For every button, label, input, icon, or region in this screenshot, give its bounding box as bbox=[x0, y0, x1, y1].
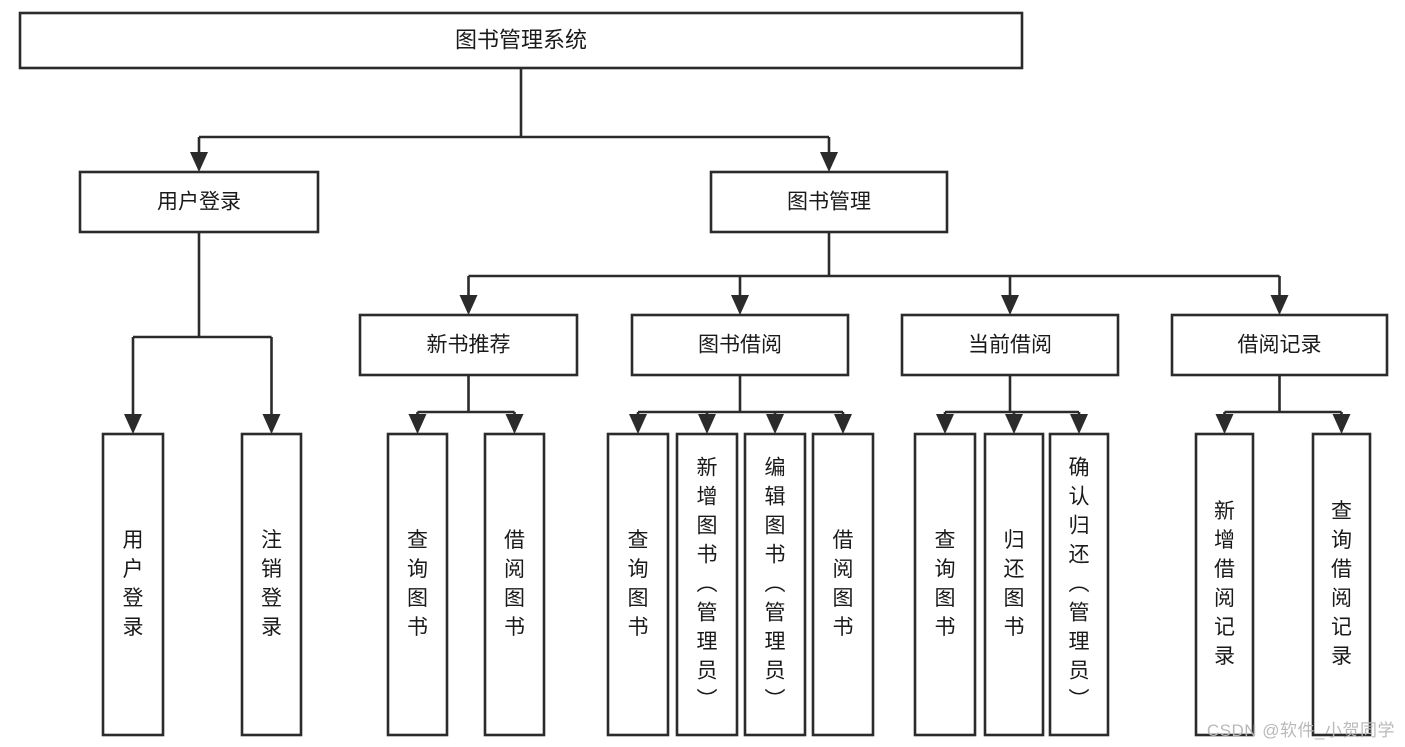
arrowhead bbox=[820, 152, 838, 172]
leaf-leaf-borrow-book[interactable]: 借阅图书 bbox=[811, 432, 875, 737]
node-new-book-recommend-label: 新书推荐 bbox=[427, 334, 511, 357]
arrowhead bbox=[834, 414, 852, 434]
arrowhead bbox=[459, 295, 478, 315]
leaf-leaf-edit-book[interactable]: 编辑图书︵管理员︶ bbox=[743, 432, 807, 737]
node-root-label: 图书管理系统 bbox=[455, 27, 587, 52]
node-book-borrow-label: 图书借阅 bbox=[698, 334, 782, 357]
leaf-leaf-confirm-return[interactable]: 确认归还︵管理员︶ bbox=[1048, 432, 1110, 737]
arrowhead bbox=[505, 414, 524, 434]
node-book-management-label: 图书管理 bbox=[787, 191, 871, 214]
node-book-management[interactable]: 图书管理 bbox=[709, 170, 949, 234]
leaf-leaf-logout-login[interactable]: 注销登录 bbox=[240, 432, 303, 737]
leaf-leaf-add-book-box bbox=[675, 432, 739, 737]
leaf-leaf-query-book-current-label: 查询图书 bbox=[935, 529, 956, 639]
connector-layer bbox=[124, 68, 1351, 434]
node-book-borrow[interactable]: 图书借阅 bbox=[630, 313, 850, 377]
watermark-text: CSDN @软件_小贺同学 bbox=[1206, 721, 1395, 740]
node-borrow-record[interactable]: 借阅记录 bbox=[1170, 313, 1389, 377]
node-user-login-label: 用户登录 bbox=[157, 191, 241, 214]
arrowhead bbox=[936, 414, 954, 434]
node-layer: 图书管理系统用户登录图书管理新书推荐图书借阅当前借阅借阅记录用户登录注销登录查询… bbox=[18, 11, 1389, 737]
leaf-leaf-add-book[interactable]: 新增图书︵管理员︶ bbox=[675, 432, 739, 737]
leaf-leaf-query-book-recommend[interactable]: 查询图书 bbox=[386, 432, 449, 737]
leaf-leaf-user-login-box bbox=[101, 432, 165, 737]
arrowhead bbox=[766, 414, 784, 434]
node-root[interactable]: 图书管理系统 bbox=[18, 11, 1024, 70]
leaf-leaf-confirm-return-label: 确认归还︵管理员︶ bbox=[1069, 456, 1090, 711]
arrowhead bbox=[629, 414, 647, 434]
node-current-borrow-box bbox=[900, 313, 1120, 377]
node-current-borrow-label: 当前借阅 bbox=[968, 334, 1052, 357]
node-book-borrow-box bbox=[630, 313, 850, 377]
node-new-book-recommend[interactable]: 新书推荐 bbox=[358, 313, 579, 377]
arrowhead bbox=[408, 414, 427, 434]
leaf-leaf-add-book-label: 新增图书︵管理员︶ bbox=[697, 456, 718, 711]
leaf-leaf-query-book-borrow-label: 查询图书 bbox=[628, 529, 649, 639]
leaf-leaf-return-book-label: 归还图书 bbox=[1004, 529, 1025, 639]
leaf-leaf-return-book[interactable]: 归还图书 bbox=[983, 432, 1045, 737]
leaf-leaf-query-borrow-record-label: 查询借阅记录 bbox=[1331, 500, 1352, 668]
arrowhead bbox=[1005, 414, 1023, 434]
leaf-leaf-user-login[interactable]: 用户登录 bbox=[101, 432, 165, 737]
arrowhead bbox=[1001, 295, 1019, 315]
leaf-leaf-add-borrow-record-label: 新增借阅记录 bbox=[1214, 500, 1235, 668]
node-user-login[interactable]: 用户登录 bbox=[78, 170, 320, 234]
leaf-leaf-return-book-box bbox=[983, 432, 1045, 737]
leaf-leaf-logout-login-label: 注销登录 bbox=[261, 529, 282, 639]
leaf-leaf-query-book-current[interactable]: 查询图书 bbox=[913, 432, 977, 737]
arrowhead bbox=[190, 152, 208, 172]
leaf-leaf-query-book-current-box bbox=[913, 432, 977, 737]
leaf-leaf-query-book-recommend-box bbox=[386, 432, 449, 737]
leaf-leaf-query-book-borrow-box bbox=[606, 432, 670, 737]
node-current-borrow[interactable]: 当前借阅 bbox=[900, 313, 1120, 377]
leaf-leaf-borrow-book-box bbox=[811, 432, 875, 737]
leaf-leaf-borrow-book-recommend[interactable]: 借阅图书 bbox=[483, 432, 546, 737]
leaf-leaf-borrow-book-label: 借阅图书 bbox=[833, 529, 854, 639]
arrowhead bbox=[124, 414, 142, 434]
arrowhead bbox=[1070, 414, 1088, 434]
node-borrow-record-box bbox=[1170, 313, 1389, 377]
leaf-leaf-edit-book-label: 编辑图书︵管理员︶ bbox=[765, 456, 786, 711]
arrowhead bbox=[698, 414, 716, 434]
arrowhead bbox=[1332, 414, 1351, 434]
arrowhead bbox=[1270, 295, 1289, 315]
arrowhead bbox=[262, 414, 281, 434]
leaf-leaf-query-borrow-record[interactable]: 查询借阅记录 bbox=[1311, 432, 1372, 737]
leaf-leaf-add-borrow-record-box bbox=[1194, 432, 1255, 737]
leaf-leaf-query-borrow-record-box bbox=[1311, 432, 1372, 737]
arrowhead bbox=[731, 295, 749, 315]
leaf-leaf-user-login-label: 用户登录 bbox=[123, 529, 144, 639]
leaf-leaf-add-borrow-record[interactable]: 新增借阅记录 bbox=[1194, 432, 1255, 737]
leaf-leaf-query-book-recommend-label: 查询图书 bbox=[407, 529, 428, 639]
leaf-leaf-edit-book-box bbox=[743, 432, 807, 737]
leaf-leaf-confirm-return-box bbox=[1048, 432, 1110, 737]
node-new-book-recommend-box bbox=[358, 313, 579, 377]
node-root-box bbox=[18, 11, 1024, 70]
leaf-leaf-borrow-book-recommend-label: 借阅图书 bbox=[504, 529, 525, 639]
leaf-leaf-borrow-book-recommend-box bbox=[483, 432, 546, 737]
node-borrow-record-label: 借阅记录 bbox=[1238, 334, 1322, 357]
node-user-login-box bbox=[78, 170, 320, 234]
leaf-leaf-logout-login-box bbox=[240, 432, 303, 737]
node-book-management-box bbox=[709, 170, 949, 234]
leaf-leaf-query-book-borrow[interactable]: 查询图书 bbox=[606, 432, 670, 737]
arrowhead bbox=[1215, 414, 1234, 434]
